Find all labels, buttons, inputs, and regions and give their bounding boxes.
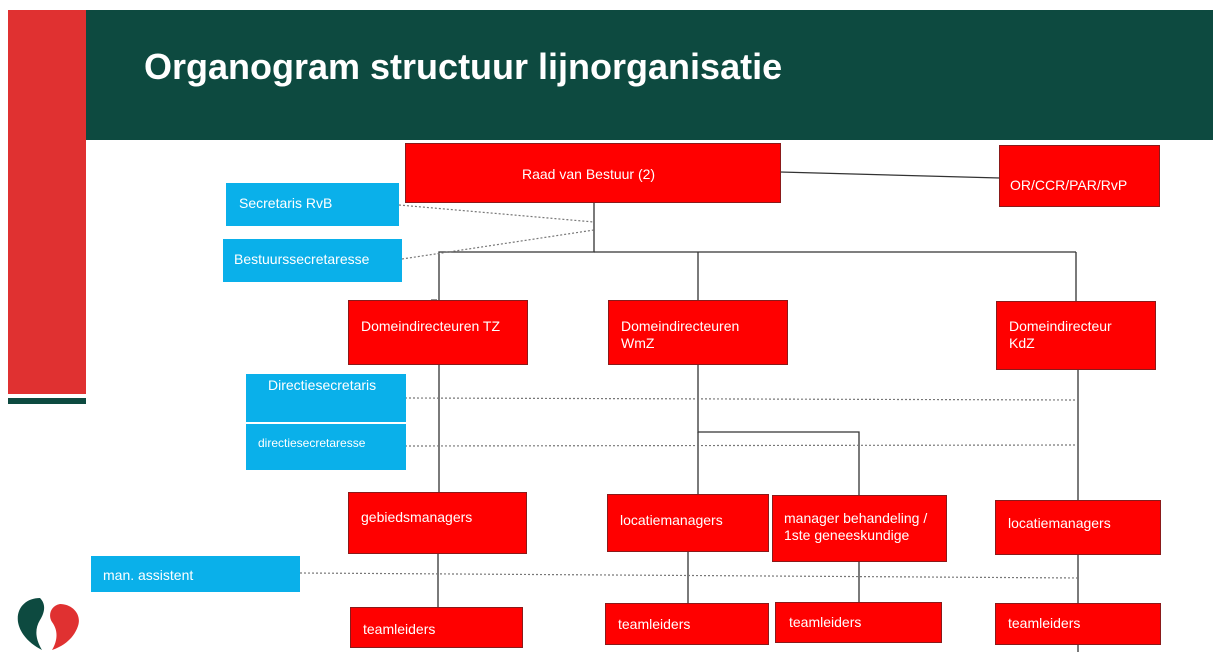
teamleiders-box: teamleiders — [775, 602, 942, 643]
teamleiders-label: teamleiders — [618, 616, 691, 632]
dir-kdz-box: Domeindirecteur KdZ — [996, 301, 1156, 370]
locatiemanagers-kdz-label: locatiemanagers — [1008, 515, 1111, 531]
manager-behandeling-label: manager behandeling / 1ste geneeskundige — [784, 510, 928, 543]
teamleiders-box: teamleiders — [995, 603, 1161, 645]
gebiedsmanagers-label: gebiedsmanagers — [361, 509, 473, 525]
dir-tz-box: Domeindirecteuren TZ — [348, 300, 528, 365]
slide-header — [86, 10, 1213, 140]
man-assistent-label: man. assistent — [103, 567, 194, 583]
two-drop-logo-icon — [17, 598, 79, 650]
directiesecretaresse-label: directiesecretaresse — [258, 436, 366, 450]
secretaris-rvb-box: Secretaris RvB — [226, 183, 399, 226]
dir-wmz-label: Domeindirecteuren WmZ — [621, 318, 740, 351]
or-box: OR/CCR/PAR/RvP — [999, 145, 1160, 207]
accent-stripe — [8, 398, 86, 404]
teamleiders-box: teamleiders — [605, 603, 769, 645]
secretaris-rvb-label: Secretaris RvB — [239, 195, 333, 211]
teamleiders-label: teamleiders — [789, 614, 862, 630]
gebiedsmanagers-box: gebiedsmanagers — [348, 492, 527, 554]
directiesecretaresse-box: directiesecretaresse — [246, 424, 406, 470]
dir-kdz-label: Domeindirecteur KdZ — [1009, 318, 1112, 351]
locatiemanagers-kdz-box: locatiemanagers — [995, 500, 1161, 555]
directiesecretaris-label: Directiesecretaris — [268, 377, 377, 393]
teamleiders-box: teamleiders — [350, 607, 523, 648]
dir-wmz-box: Domeindirecteuren WmZ — [608, 300, 788, 365]
or-label: OR/CCR/PAR/RvP — [1010, 177, 1128, 193]
manager-behandeling-box: manager behandeling / 1ste geneeskundige — [772, 495, 947, 562]
rvb-label: Raad van Bestuur (2) — [522, 166, 656, 182]
locatiemanagers-wmz-label: locatiemanagers — [620, 512, 723, 528]
locatiemanagers-wmz-box: locatiemanagers — [607, 494, 769, 552]
rvb-box: Raad van Bestuur (2) — [405, 143, 781, 203]
bestuurssecretaresse-box: Bestuurssecretaresse — [223, 239, 402, 282]
directiesecretaris-box: Directiesecretaris — [246, 374, 406, 422]
slide-title: Organogram structuur lijnorganisatie — [144, 46, 783, 87]
dir-tz-label: Domeindirecteuren TZ — [361, 318, 501, 334]
accent-bar — [8, 10, 86, 394]
man-assistent-box: man. assistent — [91, 556, 300, 592]
teamleiders-label: teamleiders — [1008, 615, 1081, 631]
bestuurssecretaresse-label: Bestuurssecretaresse — [234, 251, 370, 267]
teamleiders-label: teamleiders — [363, 621, 436, 637]
